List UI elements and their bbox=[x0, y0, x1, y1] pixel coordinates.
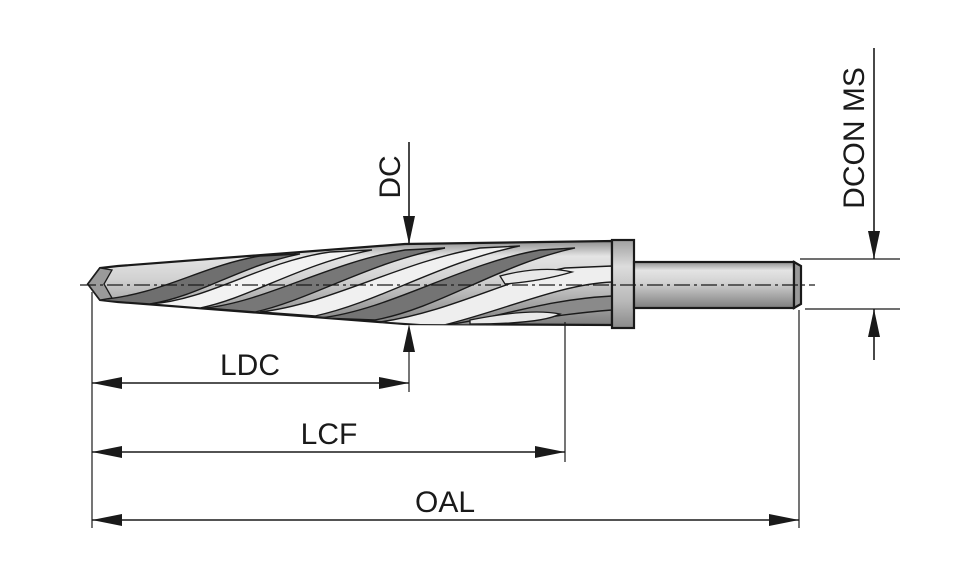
tool-collar bbox=[610, 238, 636, 330]
dcon-ms-dimension: DCON MS bbox=[838, 48, 880, 360]
dc-label: DC bbox=[374, 155, 407, 198]
dcon-ms-label: DCON MS bbox=[838, 67, 871, 209]
oal-dimension: OAL bbox=[92, 486, 799, 526]
ldc-dimension: LDC bbox=[92, 349, 409, 389]
lcf-dimension: LCF bbox=[92, 418, 565, 458]
helical-flutes bbox=[88, 245, 612, 325]
oal-label: OAL bbox=[415, 486, 475, 519]
dc-dimension: DC bbox=[374, 142, 415, 352]
ldc-label: LDC bbox=[220, 349, 280, 382]
extension-lines bbox=[91, 258, 900, 528]
lcf-label: LCF bbox=[301, 418, 358, 451]
reamer-tool bbox=[86, 238, 803, 330]
